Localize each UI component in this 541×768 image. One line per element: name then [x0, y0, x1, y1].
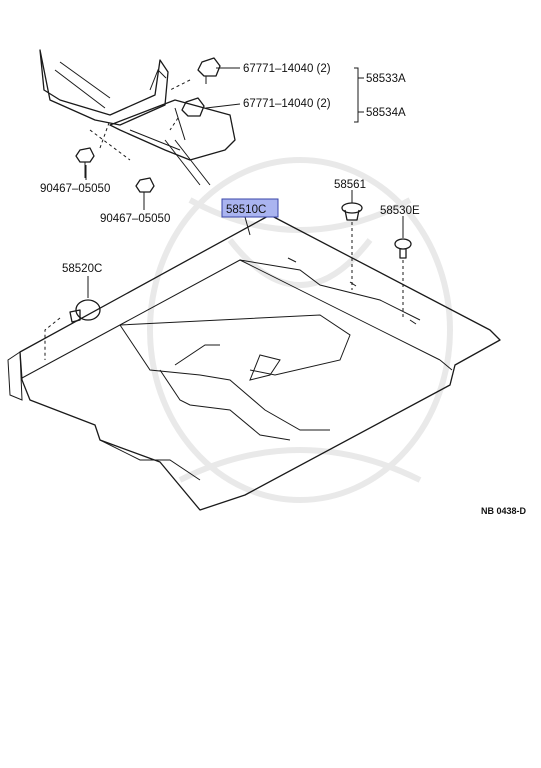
label-58561: 58561 [334, 179, 366, 191]
label-58533A: 58533A [366, 73, 406, 85]
label-58530E: 58530E [380, 205, 420, 217]
plug-58561 [341, 202, 363, 221]
label-90467-right: 90467–05050 [100, 213, 170, 225]
diagram-code: NB 0438-D [481, 506, 527, 516]
floor-pan-58510C [7, 214, 501, 511]
clip-67771-upper [197, 57, 221, 84]
clip-58530E [394, 238, 412, 259]
label-58520C: 58520C [62, 263, 102, 275]
bracket-58533A [39, 49, 169, 126]
label-58534A: 58534A [366, 107, 406, 119]
clip-90467-right [135, 177, 155, 208]
label-90467-left: 90467–05050 [40, 183, 110, 195]
clip-58520C [69, 299, 101, 323]
label-67771-upper: 67771–14040 (2) [243, 63, 331, 75]
label-58510C: 58510C [226, 204, 266, 216]
label-67771-lower: 67771–14040 (2) [243, 98, 331, 110]
bracket-58534A [109, 99, 236, 186]
clip-90467-left [75, 147, 95, 178]
part-58510C-highlight [221, 198, 279, 218]
clip-67771-lower [181, 97, 205, 117]
